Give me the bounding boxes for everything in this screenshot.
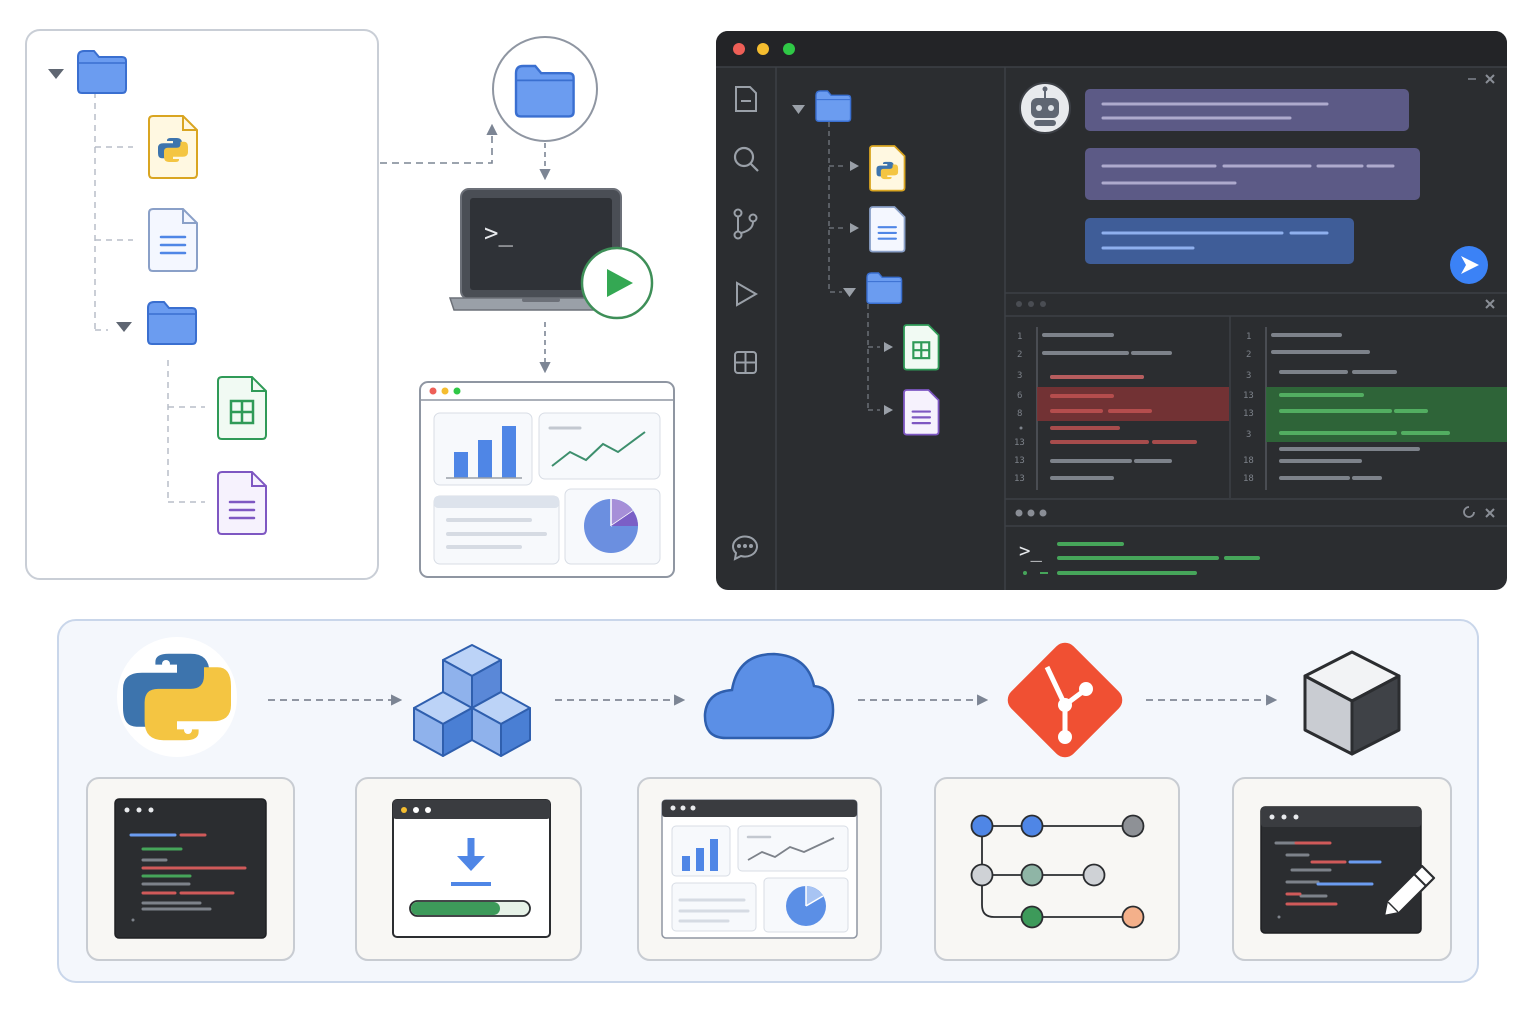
line-number: 13 [1014,456,1025,466]
chat-message [1085,218,1354,264]
line-number: 13 [1243,391,1254,401]
close-window-button[interactable] [733,43,745,55]
send-button[interactable] [1450,246,1488,284]
maximize-window-button[interactable] [783,43,795,55]
dashboard-card[interactable] [637,777,882,961]
terminal-panel[interactable]: >_ [1019,540,1260,575]
line-number: 6 [1017,391,1022,401]
ide-window: 1 2 3 6 8 13 13 13 1 2 3 13 13 [716,31,1507,590]
line-number: 13 [1243,409,1254,419]
explorer-icon[interactable] [735,86,757,112]
code-editor-card[interactable] [86,777,295,961]
line-number: 3 [1246,430,1251,440]
line-number: 2 [1017,350,1022,360]
run-debug-icon[interactable] [736,281,758,307]
line-number: 1 [1246,332,1251,342]
laptop-prompt: >_ [484,219,513,247]
line-number: 18 [1243,474,1254,484]
pencil-icon [1382,864,1436,918]
notes-file-icon[interactable] [217,471,267,535]
progress-bar [409,900,531,917]
laptop-terminal-node[interactable]: >_ [448,188,654,320]
line-number: 13 [1014,474,1025,484]
ai-chat-pane [1019,74,1495,284]
refresh-icon[interactable] [1463,506,1475,518]
expand-caret-icon[interactable] [843,288,856,297]
diff-editor-right: 1 2 3 13 13 3 18 18 [1243,327,1507,490]
line-number: 18 [1243,456,1254,466]
python-logo-icon [117,637,237,757]
line-number: 3 [1017,371,1022,381]
run-flow: >_ [380,36,675,578]
spreadsheet-file-icon[interactable] [903,324,940,371]
folder-icon[interactable] [77,50,127,94]
download-icon [451,838,491,886]
line-number: 13 [1014,438,1025,448]
line-number: 2 [1246,350,1251,360]
line-number: 8 [1017,409,1022,419]
container-cube-icon [1303,650,1401,756]
pipeline-panel [57,619,1479,983]
expand-caret-icon[interactable] [792,105,805,114]
extensions-icon[interactable] [734,351,757,374]
close-pane-icon[interactable] [1485,508,1495,518]
file-tree-panel [25,29,379,580]
dashboard-window [419,381,675,578]
python-file-icon[interactable] [869,145,906,192]
install-card[interactable] [355,777,582,961]
project-folder-node[interactable] [492,36,598,142]
folder-icon [514,64,575,118]
chat-message [1085,148,1420,200]
folder-icon[interactable] [866,272,903,304]
close-pane-icon[interactable] [1485,74,1495,84]
document-file-icon[interactable] [148,208,198,272]
robot-avatar-icon [1019,82,1071,134]
folder-icon[interactable] [815,90,852,122]
play-button-icon[interactable] [580,246,654,320]
expand-caret-icon[interactable] [116,322,132,332]
source-control-icon[interactable] [733,208,758,240]
minimize-window-button[interactable] [757,43,769,55]
chat-icon[interactable] [732,535,758,561]
chat-message [1085,89,1409,131]
diff-editor-left: 1 2 3 6 8 13 13 13 [1014,327,1229,490]
search-icon[interactable] [733,146,759,172]
edit-code-card[interactable] [1232,777,1452,961]
python-file-icon[interactable] [148,115,198,179]
folder-icon[interactable] [147,301,197,345]
line-number: 3 [1246,371,1251,381]
expand-caret-icon[interactable] [48,69,64,79]
packages-cubes-icon [413,644,531,757]
notes-file-icon[interactable] [903,389,940,436]
close-pane-icon[interactable] [1485,299,1495,309]
terminal-prompt: >_ [1019,540,1042,562]
spreadsheet-file-icon[interactable] [217,376,267,440]
cloud-icon [703,652,835,740]
line-number: 1 [1017,332,1022,342]
branch-graph-card[interactable] [934,777,1180,961]
git-logo-icon [1007,642,1123,758]
document-file-icon[interactable] [869,206,906,253]
